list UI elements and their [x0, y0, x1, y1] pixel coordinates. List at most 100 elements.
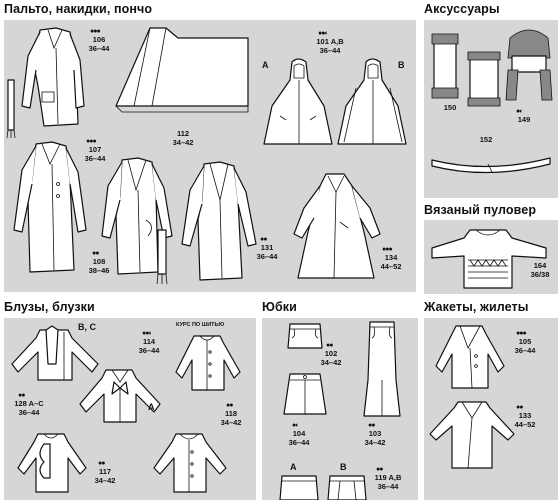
- model-150-accessory[interactable]: [430, 32, 460, 102]
- skirt-102-sketch: [287, 323, 323, 349]
- model-102-skirt[interactable]: [286, 322, 324, 352]
- model-128-blouse[interactable]: [8, 324, 104, 386]
- scarf-106-sketch: [6, 79, 16, 139]
- model-107-coat[interactable]: [10, 140, 90, 280]
- model-101-cape-b[interactable]: [336, 58, 408, 150]
- difficulty-118: ●●: [226, 402, 234, 409]
- difficulty-133: ●●: [516, 404, 524, 411]
- label-114: 114 36–44: [138, 337, 160, 355]
- difficulty-119: ●●: [376, 466, 384, 473]
- model-112-poncho[interactable]: [112, 26, 252, 126]
- blouse-117-sketch: [153, 433, 227, 493]
- label-103: 103 34–42: [364, 429, 386, 447]
- poncho-112-sketch: [115, 27, 249, 113]
- model-114-blouse[interactable]: [76, 366, 164, 426]
- label-149: 149: [517, 115, 531, 124]
- model-101-cape-a[interactable]: [262, 58, 334, 150]
- coat-106-sketch: [21, 27, 85, 127]
- model-104-skirt[interactable]: [282, 372, 328, 418]
- label-101: 101 A,B 36–44: [316, 37, 344, 55]
- difficulty-117: ●●: [98, 460, 106, 467]
- skirt-103-sketch: [363, 321, 401, 417]
- model-103-skirt[interactable]: [362, 320, 402, 420]
- model-131-coat[interactable]: [180, 160, 262, 284]
- skirt-119b-sketch: [327, 475, 367, 500]
- section-title-jackets: Жакеты, жилеты: [424, 300, 529, 314]
- jacket-105-sketch: [435, 325, 505, 389]
- label-118: 118 34–42: [220, 409, 242, 427]
- cuff-152-sketch: [467, 51, 501, 107]
- blouse-118-sketch: [175, 335, 241, 391]
- coat-107-sketch: [13, 141, 87, 273]
- sweater-164-sketch: [431, 229, 547, 289]
- label-105: 105 36–44: [514, 337, 536, 355]
- difficulty-106: ●●●: [90, 28, 101, 35]
- variant-119-a: A: [290, 462, 297, 472]
- variant-128: B, C: [78, 322, 96, 332]
- model-108-coat[interactable]: [100, 156, 180, 290]
- label-102: 102 34–42: [320, 349, 342, 367]
- label-134: 134 44–52: [380, 253, 402, 271]
- difficulty-131: ●●: [260, 236, 268, 243]
- model-152-accessory[interactable]: [466, 50, 502, 108]
- model-118-blouse[interactable]: [172, 332, 244, 394]
- section-title-skirts: Юбки: [262, 300, 297, 314]
- course-label: КУРС ПО ШИТЬЮ: [176, 322, 225, 328]
- difficulty-102: ●●: [326, 342, 334, 349]
- label-119: 119 A,B 36–44: [374, 473, 402, 491]
- difficulty-107: ●●●: [86, 138, 97, 145]
- model-149-hat[interactable]: [502, 26, 556, 104]
- label-150: 150: [443, 103, 457, 112]
- label-164: 164 36/38: [530, 261, 550, 279]
- difficulty-128: ●●: [18, 392, 26, 399]
- model-119b-skirt[interactable]: [326, 474, 368, 500]
- model-164-sweater[interactable]: [430, 226, 550, 292]
- model-134-coat[interactable]: [290, 172, 382, 284]
- difficulty-134: ●●●: [382, 246, 393, 253]
- label-108: 108 38–46: [88, 257, 110, 275]
- belt-accessory[interactable]: [428, 150, 554, 174]
- difficulty-108: ●●: [92, 250, 100, 257]
- difficulty-103: ●●: [368, 422, 376, 429]
- model-133-jacket[interactable]: [426, 398, 518, 472]
- model-117-blouse[interactable]: [150, 430, 230, 496]
- label-104: 104 36–44: [288, 429, 310, 447]
- jacket-133-sketch: [429, 401, 515, 469]
- label-133: 133 44–52: [514, 411, 536, 429]
- cape-101b-sketch: [337, 58, 407, 145]
- model-105-jacket[interactable]: [432, 322, 508, 392]
- cape-101a-sketch: [263, 58, 333, 145]
- hat-149-sketch: [505, 29, 553, 101]
- variant-101-b: B: [398, 60, 405, 70]
- difficulty-105: ●●●: [516, 330, 527, 337]
- section-title-sweater: Вязаный пуловер: [424, 203, 537, 217]
- difficulty-104: ●◐: [292, 422, 300, 429]
- variant-101-a: A: [262, 60, 269, 70]
- blouse-114-sketch: [79, 369, 161, 423]
- boot-cuff-150-sketch: [431, 33, 459, 99]
- model-blouse-ruffle[interactable]: [14, 430, 90, 496]
- label-128: 128 A–C 36–44: [14, 399, 44, 417]
- coat-134-sketch: [293, 173, 381, 279]
- label-112: 112 34–42: [172, 129, 194, 147]
- difficulty-149: ●◐: [516, 108, 524, 115]
- section-title-accessories: Аксуссуары: [424, 2, 500, 16]
- belt-sketch: [431, 157, 551, 174]
- skirt-119a-sketch: [279, 475, 319, 500]
- blouse-128-sketch: [11, 325, 99, 381]
- section-title-coats: Пальто, накидки, пончо: [4, 2, 153, 16]
- blouse-ruffle-sketch: [17, 433, 87, 493]
- label-107: 107 36–44: [84, 145, 106, 163]
- label-152: 152: [479, 135, 493, 144]
- section-title-blouses: Блузы, блузки: [4, 300, 95, 314]
- difficulty-114: ●●◐: [142, 330, 153, 337]
- skirt-104-sketch: [283, 373, 327, 415]
- variant-119-b: B: [340, 462, 347, 472]
- scarf-108-sketch: [156, 229, 168, 285]
- model-106-coat[interactable]: [6, 26, 88, 139]
- variant-114: A: [148, 402, 155, 412]
- label-131: 131 36–44: [256, 243, 278, 261]
- label-117: 117 34–42: [94, 467, 116, 485]
- model-119a-skirt[interactable]: [278, 474, 320, 500]
